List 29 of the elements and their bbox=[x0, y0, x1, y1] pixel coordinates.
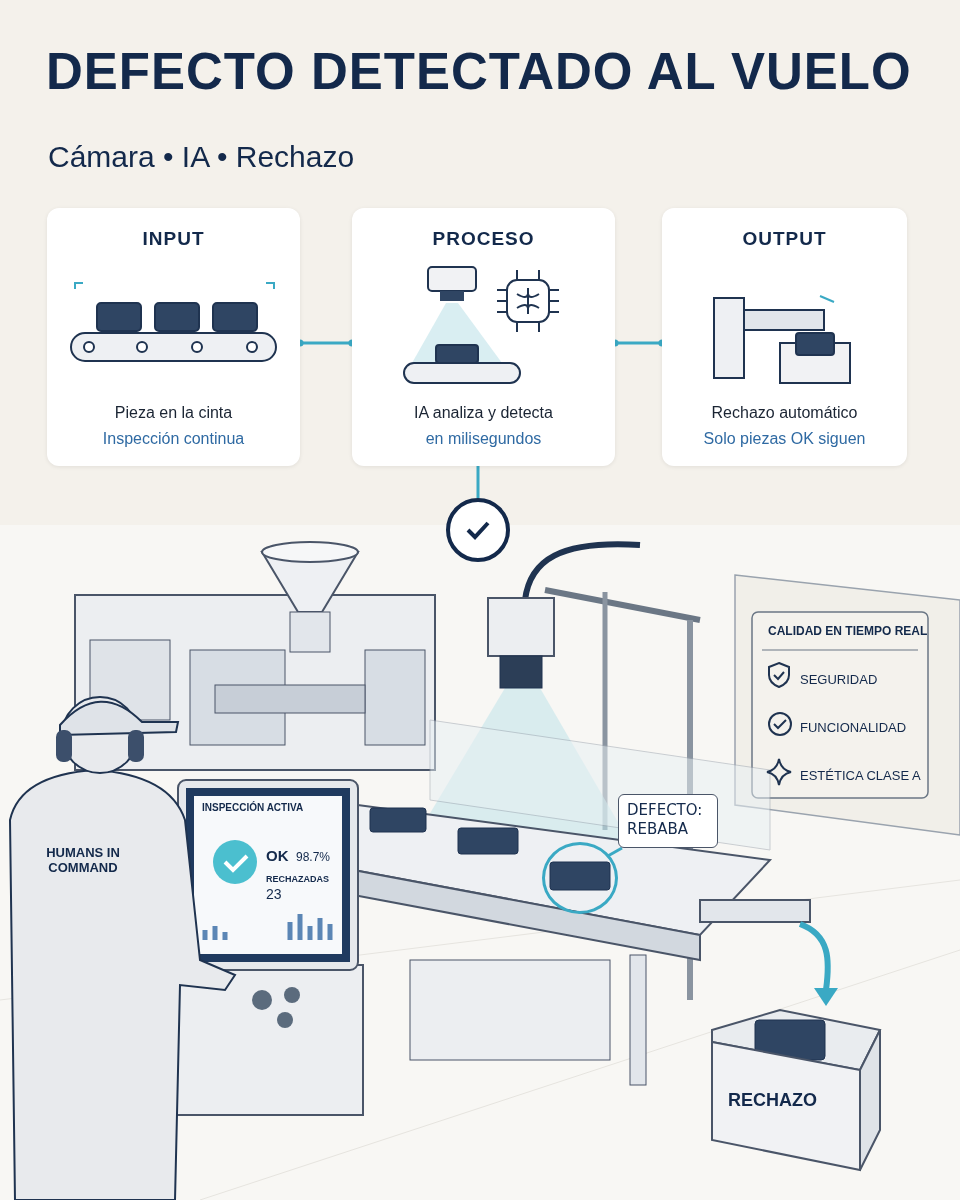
connector-line bbox=[476, 466, 480, 498]
process-card bbox=[352, 208, 615, 466]
card-text: Rechazo automático bbox=[710, 404, 859, 422]
title: DEFECTO DETECTADO AL VUELO bbox=[46, 42, 912, 101]
quality-item: ESTÉTICA CLASE A bbox=[800, 768, 921, 783]
status-text: OK bbox=[266, 847, 289, 864]
card-heading: INPUT bbox=[141, 228, 206, 250]
percentage-value: 98.7% bbox=[296, 850, 331, 864]
process-card bbox=[47, 208, 300, 466]
screen-label: RECHAZADAS bbox=[266, 874, 329, 884]
process-card bbox=[662, 208, 907, 466]
bin-label: RECHAZO bbox=[728, 1090, 817, 1111]
screen-heading: INSPECCIÓN ACTIVA bbox=[202, 802, 304, 813]
card-heading: PROCESO bbox=[431, 228, 536, 250]
checkmark-circle bbox=[446, 498, 510, 562]
card-subtext: Inspección continua bbox=[101, 430, 246, 448]
subtitle: Cámara • IA • Rechazo bbox=[48, 140, 355, 174]
card-heading: OUTPUT bbox=[741, 228, 828, 250]
count-value: 23 bbox=[266, 886, 282, 902]
card-subtext: en milisegundos bbox=[424, 430, 543, 448]
panel-heading: CALIDAD EN TIEMPO REAL bbox=[768, 624, 928, 638]
highlight-circle bbox=[542, 842, 618, 914]
card-subtext: Solo piezas OK siguen bbox=[702, 430, 867, 448]
jacket-text: HUMANS IN COMMAND bbox=[45, 845, 121, 875]
quality-item: FUNCIONALIDAD bbox=[800, 720, 907, 735]
quality-item: SEGURIDAD bbox=[800, 672, 878, 687]
callout-box: DEFECTO: REBABA bbox=[618, 794, 718, 848]
card-text: IA analiza y detecta bbox=[413, 404, 554, 422]
card-text: Pieza en la cinta bbox=[113, 404, 234, 422]
